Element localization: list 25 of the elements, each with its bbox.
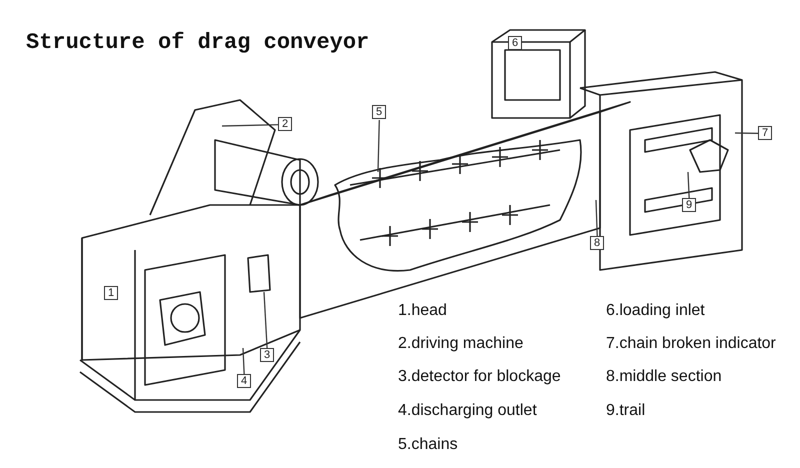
legend-text: 9.trail [606, 402, 646, 420]
callout-number: 5 [372, 105, 386, 119]
leader-line [263, 292, 268, 348]
leader-line [734, 132, 758, 134]
diagram-title: Structure of drag conveyor [26, 30, 370, 55]
legend-text: 6.loading inlet [606, 302, 705, 320]
callout-number: 7 [758, 126, 772, 140]
leader-line [377, 120, 380, 172]
leader-line [222, 124, 278, 127]
legend-text: 2.driving machine [398, 335, 524, 353]
legend-text: 5.chains [398, 436, 458, 454]
legend-text: 7.chain broken indicator [606, 335, 776, 353]
callout-number: 1 [104, 286, 118, 300]
legend-text: 3.detector for blockage [398, 368, 561, 386]
callout-number: 4 [237, 374, 251, 388]
leader-line [687, 172, 690, 198]
callout-number: 3 [260, 348, 274, 362]
callout-number: 9 [682, 198, 696, 212]
callout-number: 2 [278, 117, 292, 131]
callout-number: 8 [590, 236, 604, 250]
callout-number: 6 [508, 36, 522, 50]
leader-line [242, 348, 245, 374]
legend-text: 8.middle section [606, 368, 722, 386]
legend-text: 1.head [398, 302, 447, 320]
legend-text: 4.discharging outlet [398, 402, 537, 420]
